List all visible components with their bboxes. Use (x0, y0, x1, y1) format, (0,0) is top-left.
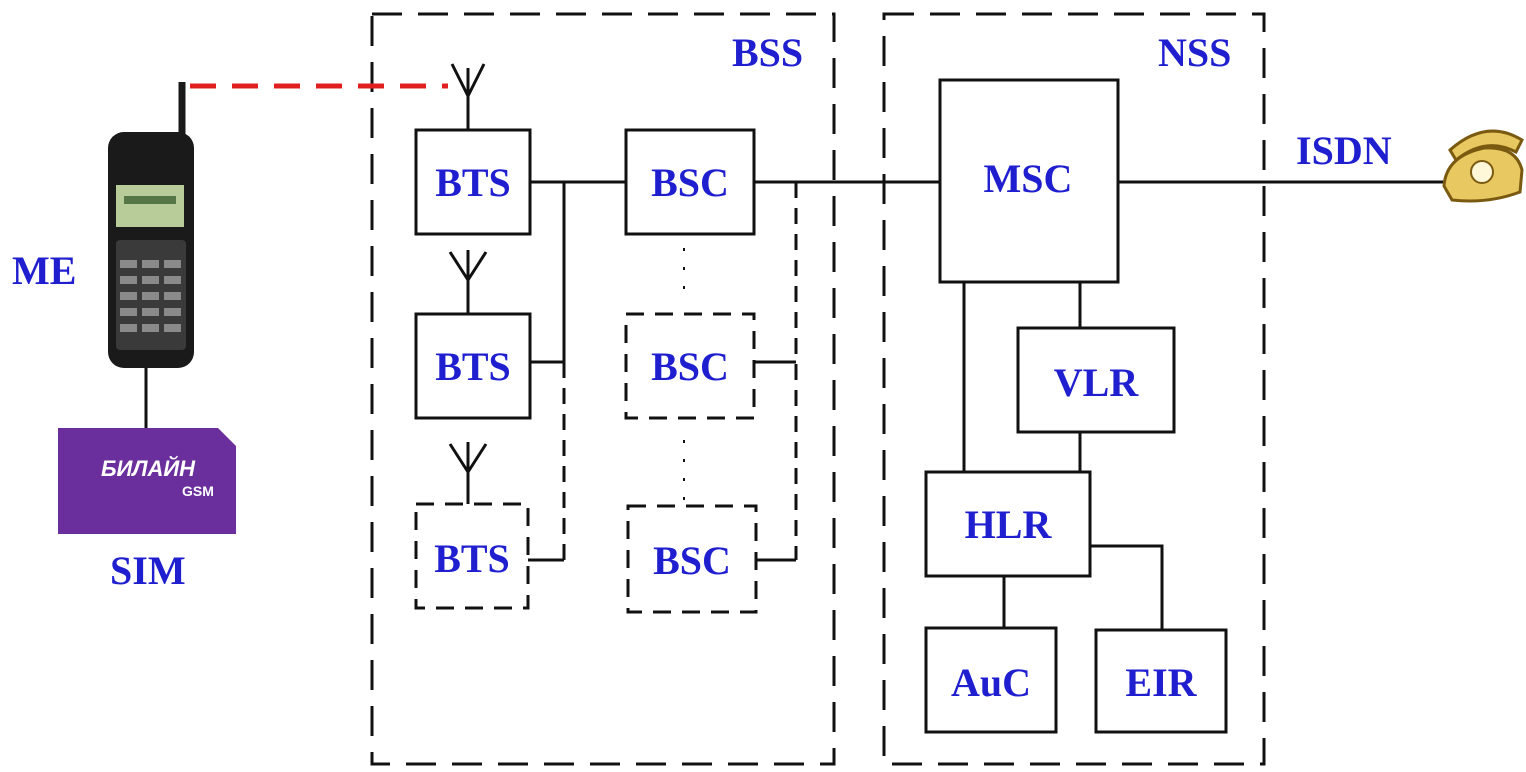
antenna-icon (448, 442, 488, 504)
bts-label-2: BTS (435, 344, 511, 389)
eir-box (1094, 628, 1228, 734)
sim-card-brand: БИЛАЙН (101, 455, 196, 481)
sim-label: SIM (110, 548, 186, 593)
auc-box (924, 626, 1058, 734)
bss-label: BSS (732, 30, 803, 75)
antenna-icon (448, 250, 488, 314)
bsc-label-3: BSC (653, 538, 731, 583)
bts-label-1: BTS (435, 160, 511, 205)
bss-region (370, 12, 836, 766)
vlr-box (1016, 326, 1176, 434)
bts-box-3 (414, 502, 530, 610)
hlr-label: HLR (965, 502, 1053, 547)
antenna-icon (450, 63, 486, 130)
mobile-phone-icon (108, 82, 194, 368)
eir-label: EIR (1125, 660, 1197, 705)
hlr-box (924, 470, 1092, 578)
hlr-eir-link (1090, 544, 1164, 630)
bsc-box-2 (624, 312, 756, 420)
sim-card-icon: БИЛАЙН GSM (58, 428, 236, 534)
nss-region (882, 12, 1266, 766)
bts-label-3: BTS (434, 536, 510, 581)
sim-card-sub: GSM (182, 483, 214, 499)
me-label: ME (12, 248, 76, 293)
vlr-label: VLR (1054, 360, 1140, 405)
bts-box-1 (414, 128, 532, 236)
bsc-label-1: BSC (651, 160, 729, 205)
isdn-label: ISDN (1296, 128, 1392, 173)
bsc-box-1 (624, 128, 756, 236)
msc-label: MSC (984, 156, 1073, 201)
bts-box-2 (414, 312, 532, 420)
bsc-label-2: BSC (651, 344, 729, 389)
bsc-box-3 (626, 504, 758, 614)
msc-box (938, 78, 1120, 284)
telephone-icon (1442, 129, 1524, 203)
nss-label: NSS (1158, 30, 1231, 75)
auc-label: AuC (951, 660, 1031, 705)
